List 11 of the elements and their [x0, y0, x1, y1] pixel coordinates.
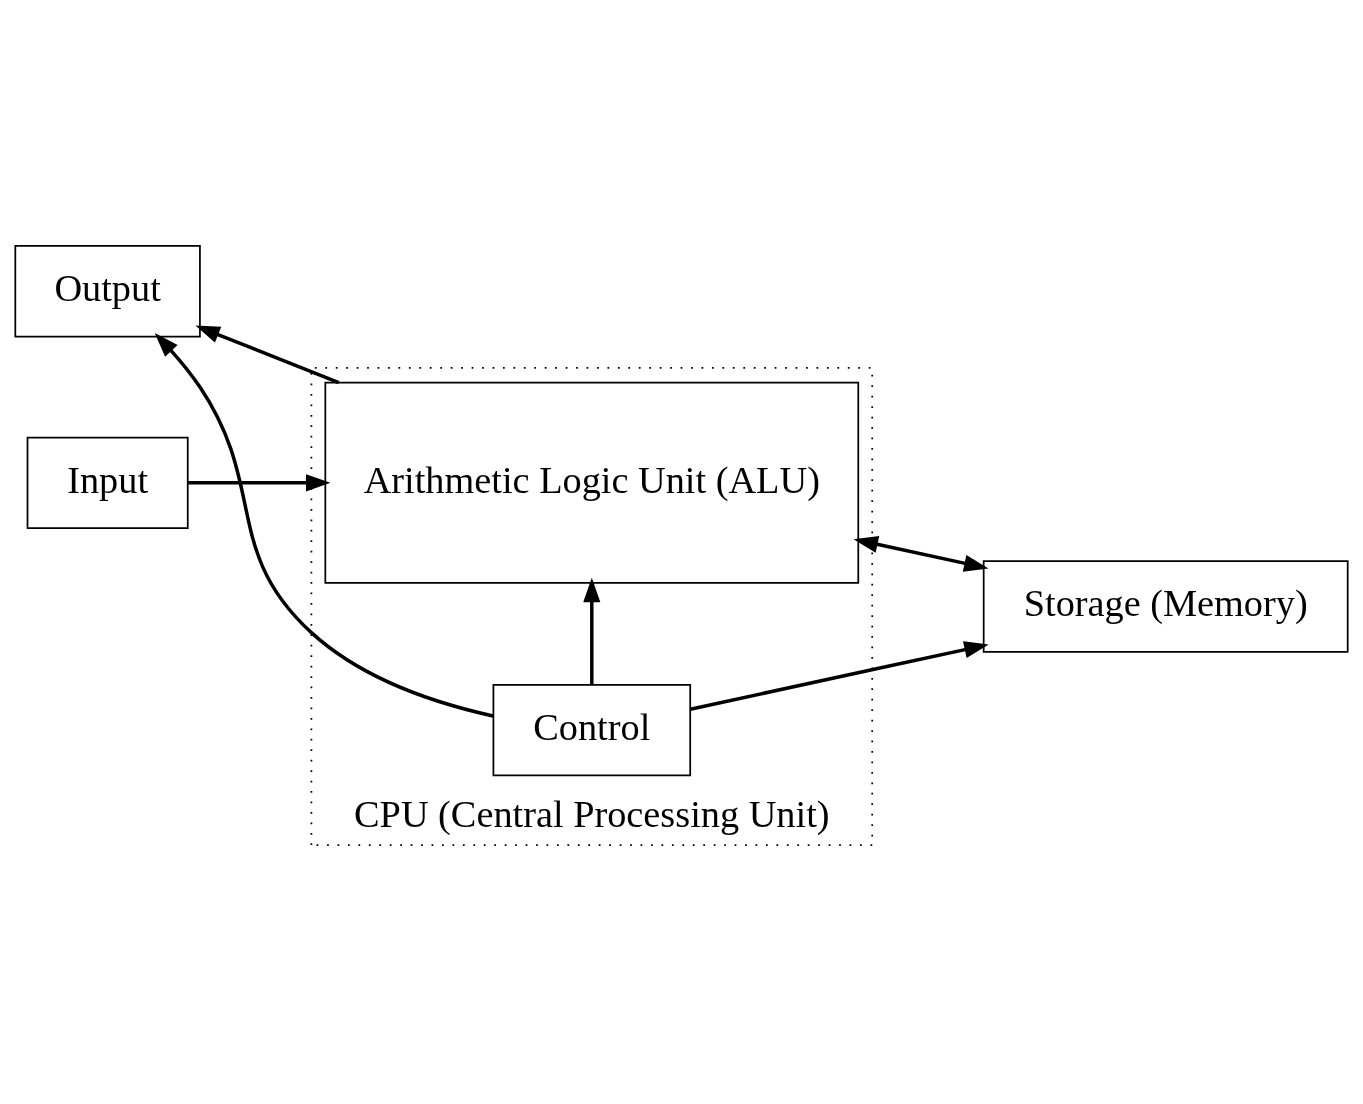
- arrow: [195, 325, 340, 384]
- node-box: Input: [26, 436, 189, 529]
- node-box: Arithmetic Logic Unit (ALU): [324, 381, 860, 584]
- arrow: [188, 473, 331, 491]
- arrow: [689, 640, 989, 711]
- arrow: [154, 332, 494, 718]
- node-box: Storage (Memory): [982, 559, 1349, 653]
- arrow: [583, 577, 601, 685]
- arrow: [853, 535, 989, 572]
- node-box: Output: [14, 244, 201, 337]
- node-box: Control: [492, 683, 692, 776]
